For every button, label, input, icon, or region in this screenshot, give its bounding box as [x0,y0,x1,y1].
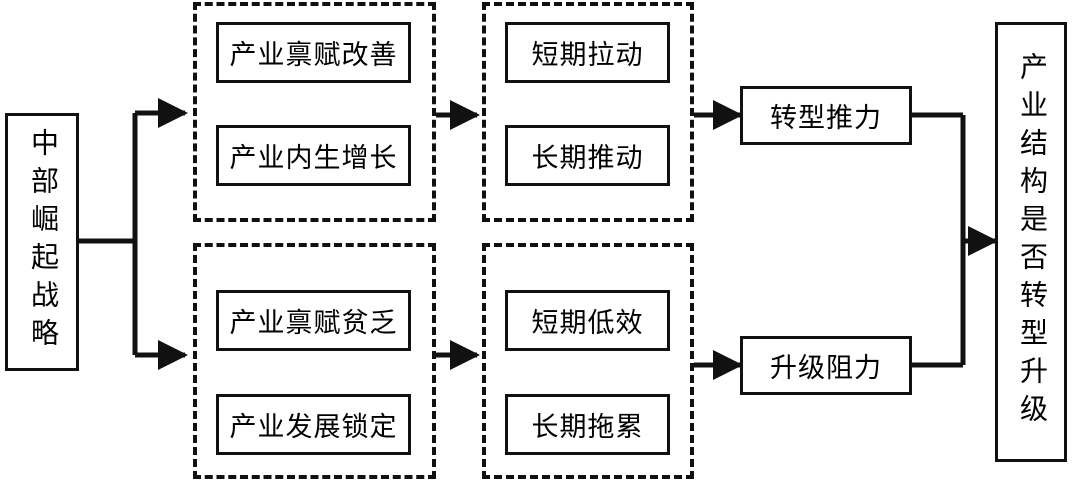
upper-effect-group [482,2,694,222]
lower-cause-group [193,243,436,479]
wire-source-fanout [78,98,188,370]
source-node-central-rise-strategy[interactable]: 中部崛起战略 [5,113,79,371]
node-industry-endowment-poor[interactable]: 产业禀赋贫乏 [216,290,411,351]
node-industry-endowment-improvement[interactable]: 产业禀赋改善 [216,22,411,83]
node-industry-endogenous-growth[interactable]: 产业内生增长 [216,125,411,186]
node-long-term-drag[interactable]: 长期拖累 [505,394,670,455]
node-short-term-pull[interactable]: 短期拉动 [505,22,670,83]
lower-effect-group [482,243,694,479]
upper-cause-group [193,2,436,222]
wire-merge-to-result [912,112,998,368]
result-node-industrial-structure-transformation[interactable]: 产业结构是否转型升级 [995,22,1067,462]
node-long-term-drive[interactable]: 长期推动 [505,125,670,186]
node-industry-development-lock-in[interactable]: 产业发展锁定 [216,394,411,455]
node-upgrade-resistance[interactable]: 升级阻力 [740,336,912,395]
node-short-term-inefficiency[interactable]: 短期低效 [505,290,670,351]
node-transformation-push[interactable]: 转型推力 [740,86,912,145]
